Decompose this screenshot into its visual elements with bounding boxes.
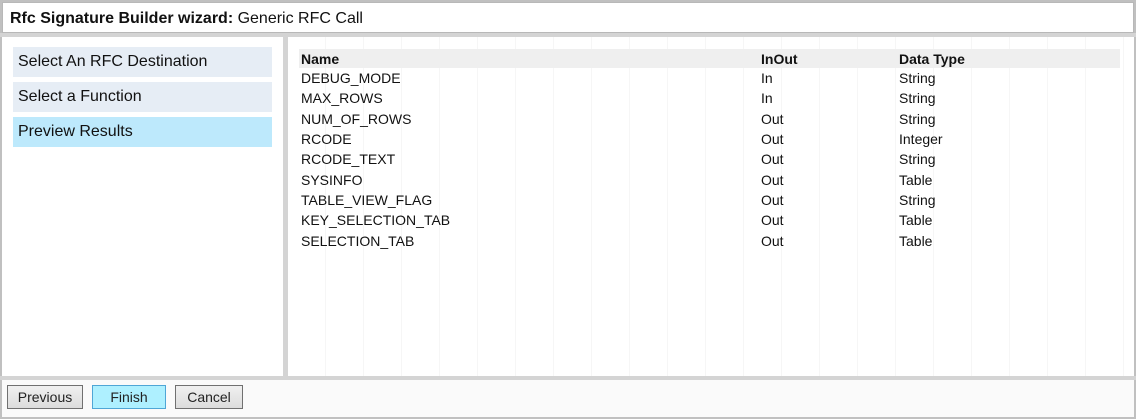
wizard-title-bold: Rfc Signature Builder wizard: (10, 10, 234, 27)
cell-name: SYSINFO (301, 171, 363, 188)
cell-data-type: String (899, 151, 936, 168)
column-header-inout[interactable]: InOut (759, 49, 897, 68)
cell-data-type: String (899, 110, 936, 127)
cell-name: SELECTION_TAB (301, 232, 415, 249)
header-divider (0, 33, 1136, 37)
wizard-button-bar: Previous Finish Cancel (2, 380, 1134, 417)
step-select-function[interactable]: Select a Function (13, 82, 272, 112)
cell-inout: Out (761, 191, 784, 208)
table-row[interactable]: DEBUG_MODE In String (299, 68, 1120, 88)
cell-name: TABLE_VIEW_FLAG (301, 191, 433, 208)
cell-name: NUM_OF_ROWS (301, 110, 412, 127)
results-panel: Name InOut Data Type DEBUG_MODE In Strin… (288, 37, 1134, 376)
table-row[interactable]: RCODE Out Integer (299, 129, 1120, 149)
table-header-row: Name InOut Data Type (299, 49, 1120, 68)
cell-data-type: String (899, 191, 936, 208)
cell-name: MAX_ROWS (301, 90, 383, 107)
cell-data-type: Integer (899, 131, 943, 148)
cell-name: RCODE_TEXT (301, 151, 396, 168)
cell-data-type: String (899, 70, 936, 87)
previous-button[interactable]: Previous (7, 385, 83, 409)
table-row[interactable]: MAX_ROWS In String (299, 88, 1120, 108)
table-row[interactable]: SELECTION_TAB Out Table (299, 230, 1120, 250)
finish-button[interactable]: Finish (92, 385, 166, 409)
cell-name: KEY_SELECTION_TAB (301, 212, 451, 229)
cell-inout: Out (761, 110, 784, 127)
wizard-title-subtitle: Generic RFC Call (233, 10, 363, 27)
table-row[interactable]: NUM_OF_ROWS Out String (299, 109, 1120, 129)
cell-name: DEBUG_MODE (301, 70, 401, 87)
pane-splitter[interactable] (283, 37, 288, 376)
cell-data-type: Table (899, 171, 933, 188)
cancel-button[interactable]: Cancel (175, 385, 243, 409)
step-preview-results[interactable]: Preview Results (13, 117, 272, 147)
table-row[interactable]: KEY_SELECTION_TAB Out Table (299, 210, 1120, 230)
cell-data-type: String (899, 90, 936, 107)
table-row[interactable]: TABLE_VIEW_FLAG Out String (299, 190, 1120, 210)
table-row[interactable]: SYSINFO Out Table (299, 169, 1120, 189)
cell-data-type: Table (899, 212, 933, 229)
cell-inout: In (761, 90, 773, 107)
table-row[interactable]: RCODE_TEXT Out String (299, 149, 1120, 169)
cell-name: RCODE (301, 131, 352, 148)
cell-inout: In (761, 70, 773, 87)
column-header-name[interactable]: Name (299, 49, 759, 68)
cell-inout: Out (761, 151, 784, 168)
cell-inout: Out (761, 131, 784, 148)
cell-data-type: Table (899, 232, 933, 249)
signature-table: Name InOut Data Type DEBUG_MODE In Strin… (299, 49, 1120, 251)
cell-inout: Out (761, 232, 784, 249)
footer-divider (0, 376, 1136, 380)
wizard-title: Rfc Signature Builder wizard: Generic RF… (2, 2, 1134, 33)
cell-inout: Out (761, 212, 784, 229)
wizard-steps-panel: Select An RFC Destination Select a Funct… (2, 37, 283, 376)
step-select-rfc-destination[interactable]: Select An RFC Destination (13, 47, 272, 77)
cell-inout: Out (761, 171, 784, 188)
column-header-data-type[interactable]: Data Type (897, 49, 1120, 68)
